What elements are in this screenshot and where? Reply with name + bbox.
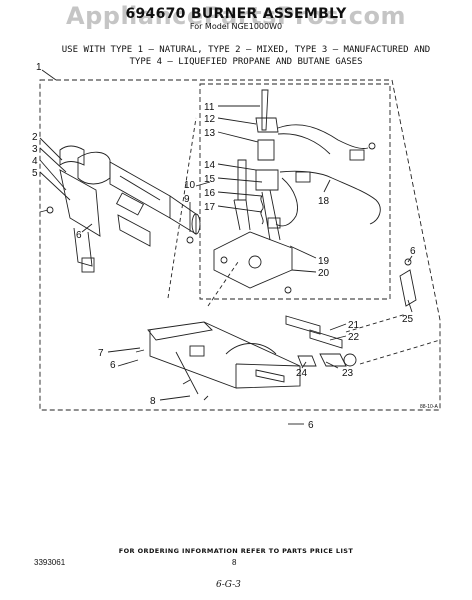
callout-7: 7 bbox=[98, 348, 104, 359]
callout-23: 23 bbox=[342, 368, 354, 379]
callout-labels: 1 2 3 4 5 6 6 6 6 7 8 9 10 11 12 13 14 1… bbox=[32, 62, 416, 431]
callout-21: 21 bbox=[348, 320, 360, 331]
burner-tube-drawing bbox=[39, 145, 201, 273]
callout-18: 18 bbox=[318, 196, 330, 207]
usage-note: USE WITH TYPE 1 — NATURAL, TYPE 2 — MIXE… bbox=[61, 45, 431, 67]
diagram-title: 694670 BURNER ASSEMBLY bbox=[125, 6, 347, 22]
callout-6d: 6 bbox=[410, 246, 416, 257]
callout-17: 17 bbox=[204, 202, 216, 213]
callout-11: 11 bbox=[204, 102, 215, 113]
callout-5: 5 bbox=[32, 168, 38, 179]
inner-dashed-box bbox=[199, 83, 391, 300]
callout-1: 1 bbox=[36, 62, 42, 73]
ordering-note: FOR ORDERING INFORMATION REFER TO PARTS … bbox=[118, 547, 354, 555]
screws-drawing bbox=[135, 236, 296, 425]
model-subtitle: For Model NGE1000W0 bbox=[189, 22, 283, 31]
handwritten-note: 6-G-3 bbox=[216, 580, 241, 590]
callout-6c: 6 bbox=[308, 420, 314, 431]
callout-3: 3 bbox=[32, 144, 38, 155]
outer-dashed-boundary bbox=[39, 79, 441, 411]
page-number: 8 bbox=[232, 558, 237, 567]
lower-bracket-drawing bbox=[147, 117, 301, 395]
callout-6b: 6 bbox=[110, 360, 116, 371]
callout-25: 25 bbox=[402, 314, 414, 325]
callout-8: 8 bbox=[150, 396, 156, 407]
callout-16: 16 bbox=[204, 188, 216, 199]
callout-4: 4 bbox=[32, 156, 38, 167]
bracket-assembly-drawing bbox=[213, 89, 293, 289]
figure-reference: 88-10-A bbox=[420, 404, 438, 410]
callout-6a: 6 bbox=[76, 230, 82, 241]
callout-9: 9 bbox=[184, 194, 190, 205]
callout-20: 20 bbox=[318, 268, 330, 279]
callout-19: 19 bbox=[318, 256, 330, 267]
callout-12: 12 bbox=[204, 114, 216, 125]
small-parts-drawing bbox=[285, 258, 441, 367]
callout-2: 2 bbox=[32, 132, 38, 143]
callout-15: 15 bbox=[204, 174, 216, 185]
callout-13: 13 bbox=[204, 128, 216, 139]
document-number: 3393061 bbox=[34, 558, 66, 567]
watermark: AppliancePartsPros.com bbox=[66, 2, 406, 30]
wire-harness-drawing bbox=[267, 124, 381, 229]
callout-24: 24 bbox=[296, 368, 308, 379]
callout-22: 22 bbox=[348, 332, 360, 343]
leader-lines bbox=[39, 69, 413, 425]
callout-10: 10 bbox=[184, 180, 196, 191]
callout-14: 14 bbox=[204, 160, 216, 171]
